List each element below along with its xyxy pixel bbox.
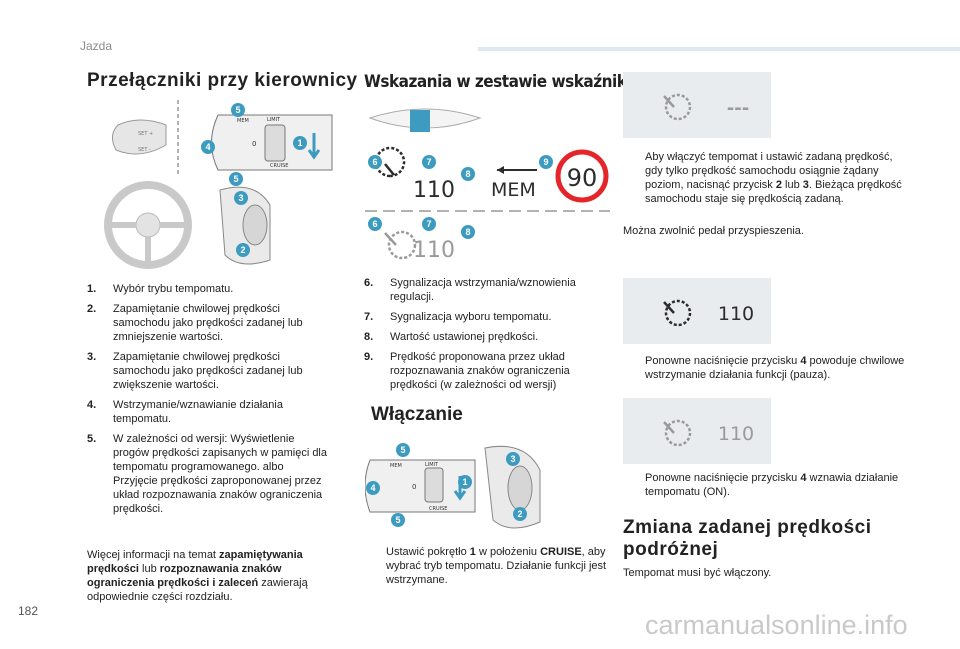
cruise-active-row: 110 MEM 90 (374, 146, 609, 203)
svg-text:5: 5 (395, 515, 400, 525)
svg-text:3: 3 (510, 454, 515, 464)
watermark: carmanualsonline.info (645, 610, 908, 640)
steering-stalk-illustration: SET + SET - MEM LIMIT CRUISE 0 5 4 1 5 3… (104, 100, 333, 269)
more-info-paragraph: Więcej informacji na temat zapamiętywani… (87, 549, 308, 603)
display-panel-active: 110 (623, 278, 771, 344)
activation-stalk-illustration: MEM LIMIT CRUISE 0 5 4 1 5 3 2 (365, 443, 541, 529)
svg-text:5: 5 (233, 174, 238, 184)
list-item: 5.W zależności od wersji: Wyświetlenie p… (87, 433, 327, 515)
svg-text:110: 110 (718, 423, 754, 445)
indications-list: 6.Sygnalizacja wstrzymania/wznowienia re… (364, 276, 604, 398)
svg-text:CRUISE: CRUISE (429, 506, 447, 512)
svg-text:LIMIT: LIMIT (425, 462, 439, 468)
heading-activation: Włączanie (371, 404, 463, 425)
svg-text:0: 0 (252, 140, 256, 148)
cruise-paused-row: 110 (384, 230, 455, 263)
display-panel-paused: 110 (623, 398, 771, 464)
heading-steering-controls: Przełączniki przy kierownicy (87, 70, 358, 91)
heading-change-speed: Zmiana zadanej prędkości podróżnej (623, 517, 872, 560)
accelerator-note: Można zwolnić pedał przyspieszenia. (623, 225, 804, 237)
svg-text:3: 3 (238, 193, 243, 203)
svg-text:9: 9 (543, 157, 548, 167)
svg-text:110: 110 (413, 238, 455, 263)
list-item: 2.Zapamiętanie chwilowej prędkości samoc… (87, 303, 303, 343)
svg-text:6: 6 (372, 157, 377, 167)
svg-text:MEM: MEM (390, 463, 402, 469)
resume-instruction: Ponowne naciśnięcie przycisku 4 wznawia … (645, 472, 899, 498)
svg-text:4: 4 (205, 142, 210, 152)
page-number: 182 (18, 604, 39, 618)
pause-instruction: Ponowne naciśnięcie przycisku 4 powoduje… (645, 355, 905, 381)
svg-text:1: 1 (462, 477, 467, 487)
svg-text:90: 90 (567, 164, 598, 192)
activation-instruction: Ustawić pokrętło 1 w położeniu CRUISE, a… (386, 546, 607, 586)
svg-text:CRUISE: CRUISE (270, 163, 288, 169)
list-item: 4.Wstrzymanie/wznawianie działania tempo… (87, 399, 283, 425)
svg-text:7: 7 (426, 157, 431, 167)
list-item: 9.Prędkość proponowana przez układ rozpo… (364, 351, 570, 391)
svg-text:8: 8 (465, 169, 470, 179)
list-item: 6.Sygnalizacja wstrzymania/wznowienia re… (364, 277, 576, 303)
steering-wheel-figure (104, 181, 192, 269)
list-item: 8.Wartość ustawionej prędkości. (364, 331, 539, 343)
svg-text:SET -: SET - (138, 147, 151, 153)
instrument-cluster-illustration: 110 MEM 90 110 6 7 8 9 6 7 8 (365, 108, 610, 263)
cruise-paused-icon: 110 (663, 419, 754, 447)
svg-text:---: --- (727, 98, 749, 119)
svg-text:1: 1 (297, 138, 302, 148)
header-rule (478, 47, 960, 51)
svg-text:0: 0 (412, 483, 416, 491)
list-item: 3.Zapamiętanie chwilowej prędkości samoc… (87, 351, 303, 391)
cruise-must-be-on-note: Tempomat musi być włączony. (623, 567, 772, 579)
svg-text:2: 2 (240, 245, 245, 255)
svg-text:8: 8 (465, 227, 470, 237)
display-panel-dashes: --- (623, 72, 771, 138)
svg-text:5: 5 (400, 445, 405, 455)
list-item: 7.Sygnalizacja wyboru tempomatu. (364, 311, 552, 323)
cruise-standby-icon: --- (663, 93, 749, 121)
svg-text:6: 6 (372, 219, 377, 229)
svg-text:LIMIT: LIMIT (267, 117, 281, 123)
svg-text:7: 7 (426, 219, 431, 229)
svg-text:SET +: SET + (138, 131, 153, 137)
svg-text:5: 5 (235, 105, 240, 115)
svg-text:110: 110 (413, 178, 455, 203)
svg-text:2: 2 (517, 509, 522, 519)
steering-controls-list: 1.Wybór trybu tempomatu. 2.Zapamiętanie … (87, 282, 327, 522)
list-item: 1.Wybór trybu tempomatu. (87, 283, 234, 295)
svg-text:MEM: MEM (491, 179, 536, 201)
svg-text:MEM: MEM (237, 118, 249, 124)
cruise-active-icon: 110 (663, 299, 754, 327)
running-header: Jazda (80, 39, 113, 53)
heading-instrument-indications: Wskazania w zestawie wskaźników (364, 72, 650, 92)
activate-instruction: Aby włączyć tempomat i ustawić zadaną pr… (645, 151, 902, 205)
svg-text:110: 110 (718, 303, 754, 325)
svg-text:4: 4 (370, 483, 375, 493)
